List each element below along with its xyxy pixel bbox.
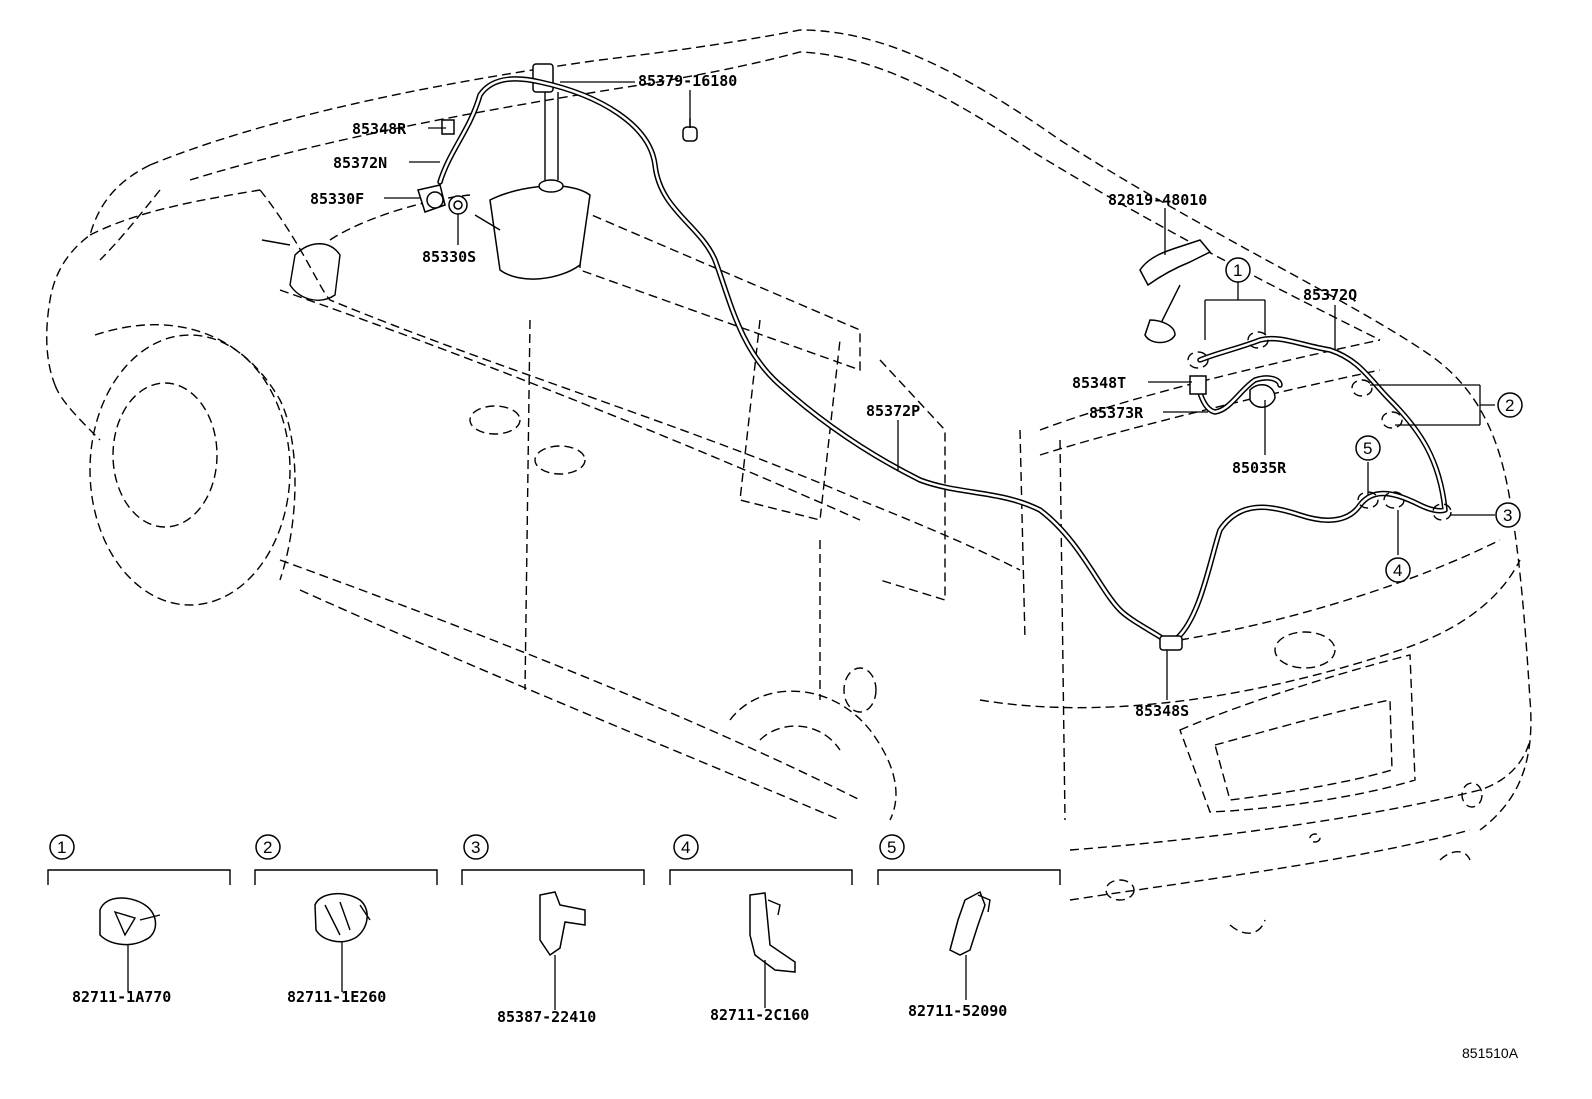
callout-2: 2: [1505, 396, 1514, 415]
svg-text:4: 4: [681, 838, 690, 857]
label-85348S: 85348S: [1135, 702, 1189, 720]
detail-part-no-1: 82711-1A770: [72, 988, 171, 1006]
detail-panel-3: 3 85387-22410: [461, 834, 645, 1026]
svg-text:2: 2: [263, 838, 272, 857]
label-85348T: 85348T: [1072, 374, 1126, 392]
svg-text:3: 3: [471, 838, 480, 857]
detail-panel-1: 1 82711-1A770: [47, 834, 231, 1006]
detail-part-no-2: 82711-1E260: [287, 988, 386, 1006]
callout-4: 4: [1393, 561, 1402, 580]
vehicle-callouts: 1 2 3 4 5: [1225, 257, 1523, 583]
vehicle-outline: [46, 29, 1532, 934]
callout-5: 5: [1363, 439, 1372, 458]
label-82819-48010: 82819-48010: [1108, 191, 1207, 209]
washer-tank: [474, 63, 591, 280]
front-pump-parts: [417, 118, 698, 215]
label-85372N: 85372N: [333, 154, 387, 172]
label-85330F: 85330F: [310, 190, 364, 208]
hose-clip-markers: [1187, 331, 1452, 521]
callout-1: 1: [1233, 261, 1242, 280]
bracket-icon: [539, 891, 586, 957]
clip-icon: [949, 890, 986, 956]
detail-part-no-3: 85387-22410: [497, 1008, 596, 1026]
callout-3: 3: [1503, 506, 1512, 525]
svg-text:1: 1: [57, 838, 66, 857]
label-85373R: 85373R: [1089, 404, 1144, 422]
label-85348R: 85348R: [352, 120, 407, 138]
hose-joints: [441, 119, 1276, 651]
washer-hose-rear: [1172, 335, 1448, 643]
label-85379-16180: 85379-16180: [638, 72, 737, 90]
label-85372Q: 85372Q: [1303, 286, 1357, 304]
washer-hose-main: [437, 76, 1168, 643]
detail-panel-2: 2 82711-1E260: [254, 834, 438, 1006]
clip-icon: [99, 897, 157, 946]
detail-part-no-5: 82711-52090: [908, 1002, 1007, 1020]
leader-lines: [384, 81, 1495, 700]
detail-panel-5: 5 82711-52090: [877, 834, 1061, 1020]
bracket-icon: [749, 892, 796, 973]
clip-icon: [314, 893, 368, 943]
main-part-labels: 85379-16180 85348R 85372N 85330F 85330S …: [310, 72, 1357, 720]
label-85372P: 85372P: [866, 402, 920, 420]
label-85330S: 85330S: [422, 248, 476, 266]
figure-code: 851510A: [1462, 1045, 1519, 1061]
label-85035R: 85035R: [1232, 459, 1287, 477]
detail-part-no-4: 82711-2C160: [710, 1006, 809, 1024]
detail-panel-4: 4 82711-2C160: [669, 834, 853, 1024]
svg-text:5: 5: [887, 838, 896, 857]
